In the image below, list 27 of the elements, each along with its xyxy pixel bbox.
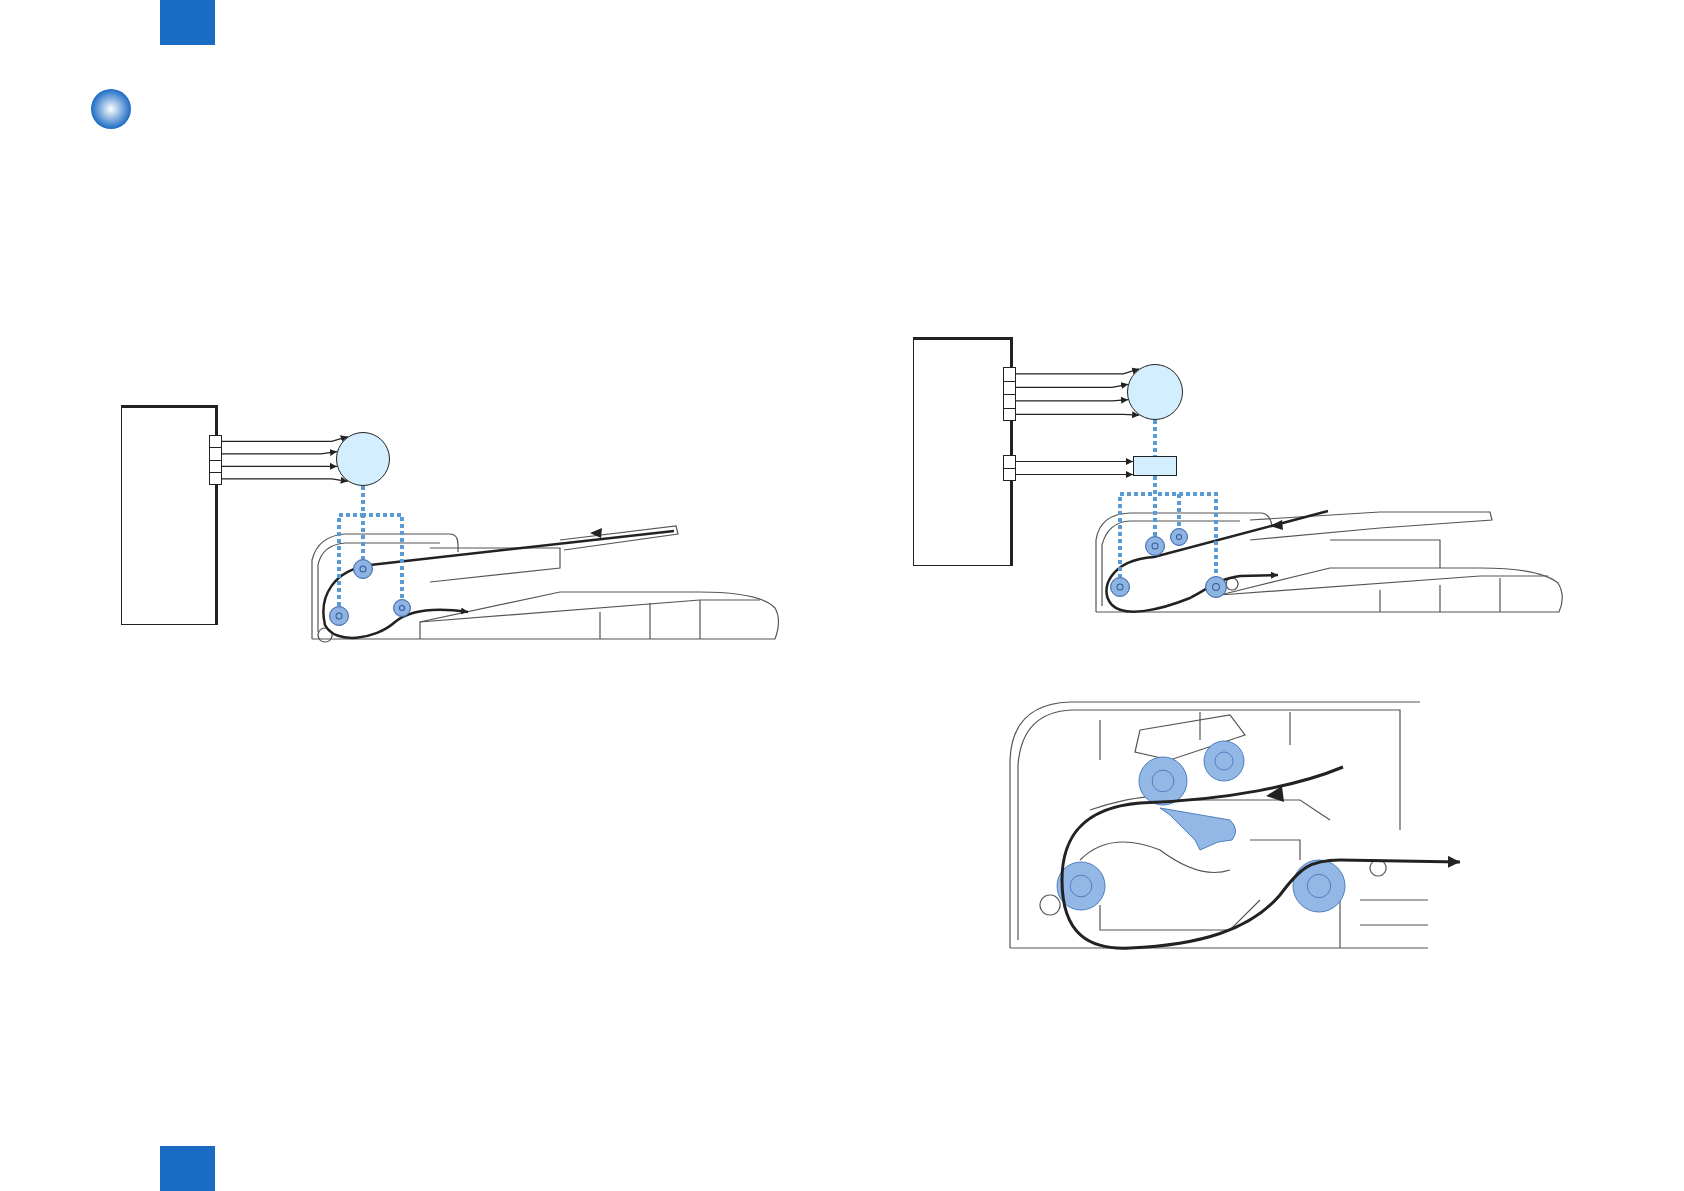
- arrow: [221, 462, 338, 470]
- arrow: [1015, 458, 1134, 465]
- connector: [209, 435, 222, 485]
- connector: [1003, 367, 1016, 421]
- arrow: [1015, 396, 1129, 404]
- roller: [1145, 536, 1165, 556]
- arrow: [1015, 411, 1140, 419]
- arrow: [221, 476, 349, 484]
- arrow: [1015, 382, 1129, 390]
- connector: [1003, 455, 1016, 481]
- arrow: [221, 435, 349, 442]
- motor-circle: [336, 432, 390, 486]
- drive-line: [1153, 476, 1218, 576]
- roller: [393, 599, 411, 617]
- drive-line: [361, 486, 404, 599]
- roller: [353, 559, 373, 579]
- control-board: [913, 337, 1013, 566]
- arrow: [1015, 367, 1140, 375]
- clutch-box: [1133, 456, 1177, 476]
- arrow: [221, 449, 338, 456]
- control-board: [121, 405, 218, 625]
- roller: [1170, 528, 1188, 546]
- arrow: [1015, 471, 1134, 478]
- roller: [1205, 576, 1227, 598]
- roller: [1110, 577, 1130, 597]
- roller: [329, 606, 349, 626]
- motor-circle: [1127, 364, 1183, 420]
